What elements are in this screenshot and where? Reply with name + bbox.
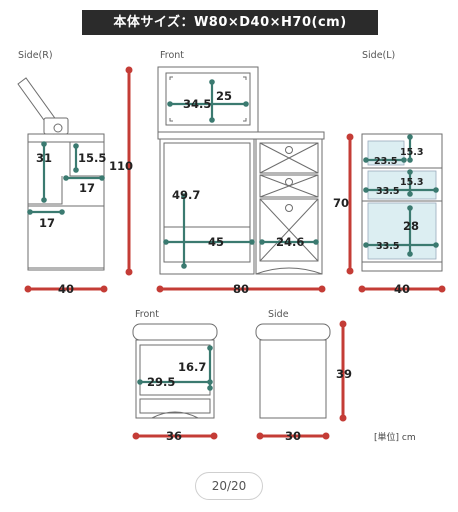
unit-label: [単位] cm: [374, 433, 416, 443]
dim-side-r-width: 40: [58, 282, 74, 296]
dim-side-l-15-3-mid: 15.3: [400, 177, 423, 188]
dim-stool-height-39: 39: [336, 367, 352, 381]
view-label-stool-front: Front: [135, 309, 159, 320]
stool-side-view: 30 39: [255, 320, 352, 443]
dim-side-l-23-5: 23.5: [374, 156, 397, 167]
view-label-stool-side: Side: [268, 309, 289, 320]
side-l-view: 70 15.3 23.5 15.3 33.5 28 33.5 40: [333, 133, 446, 296]
dim-front-45: 45: [208, 235, 224, 249]
dim-side-r-17-lower: 17: [39, 216, 55, 230]
page-indicator: 20/20: [195, 472, 263, 500]
side-r-view: 31 15.5 17 17 40: [17, 77, 108, 296]
view-label-side-r: Side(R): [18, 50, 53, 61]
dim-side-l-height-70: 70: [333, 196, 349, 210]
view-label-front: Front: [160, 50, 184, 61]
dim-mirror-34-5: 34.5: [183, 97, 211, 111]
dim-side-l-33-5-upper: 33.5: [376, 186, 399, 197]
dim-mirror-25: 25: [216, 89, 232, 103]
title-banner: 本体サイズ：W80×D40×H70(cm): [82, 10, 378, 35]
dim-side-l-width: 40: [394, 282, 410, 296]
dim-side-l-28: 28: [403, 219, 419, 233]
dim-front-width-80: 80: [233, 282, 249, 296]
dim-side-r-31: 31: [36, 151, 52, 165]
dim-side-l-15-3-top: 15.3: [400, 147, 423, 158]
front-view: 110 25 34.5 49.7 45: [109, 66, 326, 296]
stool-front-view: 16.7 29.5 36: [132, 323, 218, 443]
dim-stool-29-5: 29.5: [147, 375, 175, 389]
view-label-side-l: Side(L): [362, 50, 395, 61]
dim-stool-16-7: 16.7: [178, 360, 206, 374]
dim-side-l-33-5-lower: 33.5: [376, 241, 399, 252]
dim-front-height-110: 110: [109, 159, 133, 173]
dim-front-49-7: 49.7: [172, 188, 200, 202]
dim-stool-width-36: 36: [166, 429, 182, 443]
dim-front-24-6: 24.6: [276, 235, 304, 249]
dim-side-r-15-5: 15.5: [78, 151, 106, 165]
dim-stool-depth-30: 30: [285, 429, 301, 443]
dim-side-r-17-upper: 17: [79, 181, 95, 195]
